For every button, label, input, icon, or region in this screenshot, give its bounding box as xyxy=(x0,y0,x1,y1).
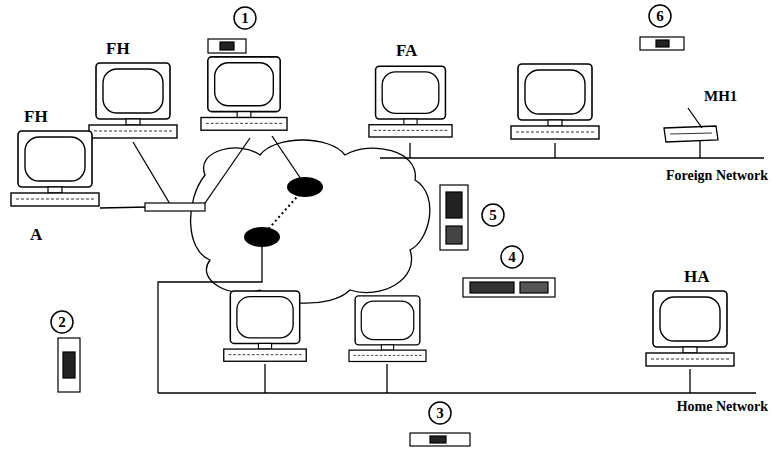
device-4 xyxy=(463,278,555,297)
illustration-part xyxy=(220,42,234,50)
illustration-part xyxy=(133,142,170,204)
router xyxy=(287,177,323,197)
circle-shape xyxy=(649,5,671,27)
illustration-part xyxy=(386,364,387,393)
host-label: FH xyxy=(106,40,130,59)
wires xyxy=(100,136,764,393)
network-label: MH1 xyxy=(704,88,737,105)
illustration-part xyxy=(688,108,702,128)
callout-number: 5 xyxy=(489,208,497,223)
callout-circle: 1 xyxy=(233,6,257,30)
callout-circle: 5 xyxy=(481,203,505,227)
callout-circle: 2 xyxy=(50,310,74,334)
illustration-part xyxy=(664,126,718,142)
host-label: HA xyxy=(684,268,710,287)
illustration-part xyxy=(554,143,555,158)
circle-shape xyxy=(482,204,504,226)
illustration-part xyxy=(689,369,690,393)
computer xyxy=(369,66,452,137)
illustration-part xyxy=(440,185,468,250)
illustration-part xyxy=(208,39,246,53)
callout-circle: 6 xyxy=(648,4,672,28)
host-label: FH xyxy=(24,108,48,127)
illustration-part xyxy=(264,364,265,393)
host-label: FA xyxy=(396,42,417,61)
illustration-part xyxy=(380,157,764,158)
device-2 xyxy=(58,338,80,392)
illustration-part xyxy=(272,136,303,182)
callout-number: 1 xyxy=(241,11,249,26)
callout-number: 6 xyxy=(656,9,664,24)
computer xyxy=(11,131,99,206)
illustration-part xyxy=(670,133,712,134)
illustration-part xyxy=(446,226,462,244)
illustration-part xyxy=(409,143,410,158)
illustration-part xyxy=(470,282,514,293)
illustration-part xyxy=(446,192,462,218)
circle-shape xyxy=(51,311,73,333)
computer xyxy=(224,291,307,361)
computer xyxy=(201,57,287,130)
illustration-part xyxy=(430,436,446,443)
callout-number: 3 xyxy=(436,406,444,421)
computer xyxy=(349,296,426,362)
circle-shape xyxy=(234,7,256,29)
illustration-part xyxy=(264,190,303,234)
illustration-part xyxy=(58,338,80,392)
device-1 xyxy=(208,39,246,53)
device-5 xyxy=(440,185,468,250)
illustration-part xyxy=(191,140,430,303)
network-label: Foreign Network xyxy=(666,168,768,183)
illustration-part xyxy=(520,282,548,293)
circle-shape xyxy=(501,246,523,268)
hub xyxy=(145,203,205,211)
host-label: A xyxy=(30,226,42,245)
callout-number: 2 xyxy=(58,315,66,330)
callout-circle: 4 xyxy=(500,245,524,269)
router xyxy=(244,227,280,247)
mobile-host xyxy=(664,108,718,142)
illustration-part xyxy=(699,140,700,158)
illustration-part xyxy=(100,207,148,208)
illustration-part xyxy=(463,278,555,297)
illustration-part xyxy=(656,40,669,47)
callout-circle: 3 xyxy=(428,401,452,425)
illustration-part xyxy=(410,433,470,446)
circle-shape xyxy=(429,402,451,424)
callout-number: 4 xyxy=(508,250,516,265)
illustration-part xyxy=(640,37,684,50)
computer xyxy=(511,64,599,139)
network-label: Home Network xyxy=(677,399,768,414)
computer xyxy=(89,63,177,138)
illustration-part xyxy=(158,392,756,393)
illustration-part xyxy=(63,352,75,378)
device-6 xyxy=(640,37,684,50)
device-3 xyxy=(410,433,470,446)
computer xyxy=(646,291,734,366)
